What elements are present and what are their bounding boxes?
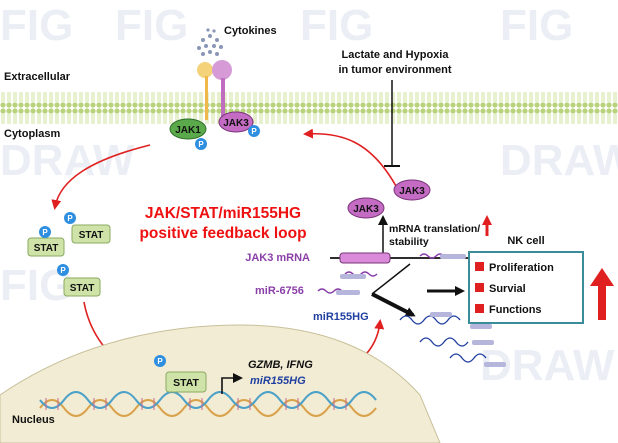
stat-protein: STAT <box>71 224 111 244</box>
stat-protein: STAT <box>27 237 65 257</box>
outcome-item: Functions <box>475 304 542 316</box>
phospho-label: P <box>67 214 73 223</box>
watermark-text: FIG <box>300 1 373 50</box>
stat-protein-nuclear <box>165 371 207 393</box>
mir-6756-hairpin <box>317 288 360 295</box>
mirna-bound <box>430 312 506 367</box>
mir155hg-transcripts <box>399 315 487 363</box>
phospho-badge <box>154 355 166 367</box>
watermark-text: FIG <box>115 1 188 50</box>
jak3-label: JAK3 <box>399 186 425 197</box>
increase-arrow-large <box>590 268 614 320</box>
transcription-start-arrow <box>221 373 243 394</box>
cytokine-dots <box>197 28 223 56</box>
jak3-label: JAK3 <box>353 204 379 215</box>
cell-membrane <box>0 90 618 126</box>
mrna-translation-line1: mRNA translation/ <box>389 223 480 235</box>
activation-arrow <box>303 128 397 187</box>
phospho-badge <box>64 212 76 224</box>
svg-text:STAT: STAT <box>79 230 104 241</box>
regulation-arrow <box>371 292 416 317</box>
phospho-label: P <box>60 266 66 275</box>
mrna-translation-line2: stability <box>389 236 429 248</box>
outcome-proliferation: Proliferation <box>489 262 554 274</box>
feedback-loop-title: JAK/STAT/miR155HG <box>145 205 301 222</box>
outcome-item: Survial <box>475 283 526 295</box>
mir-6756-label: miR-6756 <box>255 285 304 297</box>
extracellular-label: Extracellular <box>4 71 71 83</box>
outcome-survival: Survial <box>489 283 526 295</box>
nucleus-label: Nucleus <box>12 414 55 426</box>
bullet-marker <box>475 304 484 313</box>
svg-text:STAT: STAT <box>70 283 95 294</box>
cytokines-label: Cytokines <box>224 25 277 37</box>
jak3-mrna-coding <box>339 252 391 264</box>
dna-base-pairs <box>45 398 347 410</box>
mir155hg-label: miR155HG <box>313 311 369 323</box>
feedback-loop-subtitle: positive feedback loop <box>139 225 306 242</box>
lactate-hypoxia-line1: Lactate and Hypoxia <box>342 49 450 61</box>
nucleus <box>0 324 441 443</box>
phospho-label: P <box>157 357 163 366</box>
jak3-receptor-label: JAK3 <box>223 118 249 129</box>
svg-text:STAT: STAT <box>34 243 59 254</box>
mir155hg-gene: miR155HG <box>250 375 306 387</box>
watermark-text: FIG <box>0 1 73 50</box>
stat-protein: STAT <box>63 277 101 297</box>
bullet-marker <box>475 262 484 271</box>
outcome-functions: Functions <box>489 304 542 316</box>
stat-nuclear-label: STAT <box>173 377 199 389</box>
loop-arrow <box>51 144 151 210</box>
lactate-hypoxia-line2: in tumor environment <box>338 64 451 76</box>
phospho-label: P <box>251 127 257 136</box>
jak3-protein <box>393 179 431 201</box>
jak1-label: JAK1 <box>175 125 201 136</box>
phospho-badge <box>248 125 260 137</box>
dna-helix <box>39 391 377 417</box>
jak1-protein <box>169 118 207 140</box>
nk-outcome-box <box>468 251 584 324</box>
nk-cell-label: NK cell <box>507 235 544 247</box>
gzmb-ifng-genes: GZMB, IFNG <box>248 359 313 371</box>
jak3-mrna-label: JAK3 mRNA <box>245 252 310 264</box>
cytokine-receptor <box>197 60 232 120</box>
cytoplasm-label: Cytoplasm <box>4 128 60 140</box>
phospho-badge <box>195 138 207 150</box>
mirna-bound <box>340 253 466 279</box>
watermark-text: DRAW <box>500 136 618 185</box>
jak3-receptor-protein <box>218 111 254 133</box>
phospho-label: P <box>42 228 48 237</box>
watermark-text: FIG <box>500 1 573 50</box>
outcome-item: Proliferation <box>475 262 554 274</box>
phospho-badge <box>39 226 51 238</box>
phospho-label: P <box>198 140 204 149</box>
jak3-protein <box>347 197 385 219</box>
regulation-line <box>371 263 411 295</box>
bullet-marker <box>475 283 484 292</box>
phospho-badge <box>57 264 69 276</box>
watermark-text: DRAW <box>0 136 135 185</box>
